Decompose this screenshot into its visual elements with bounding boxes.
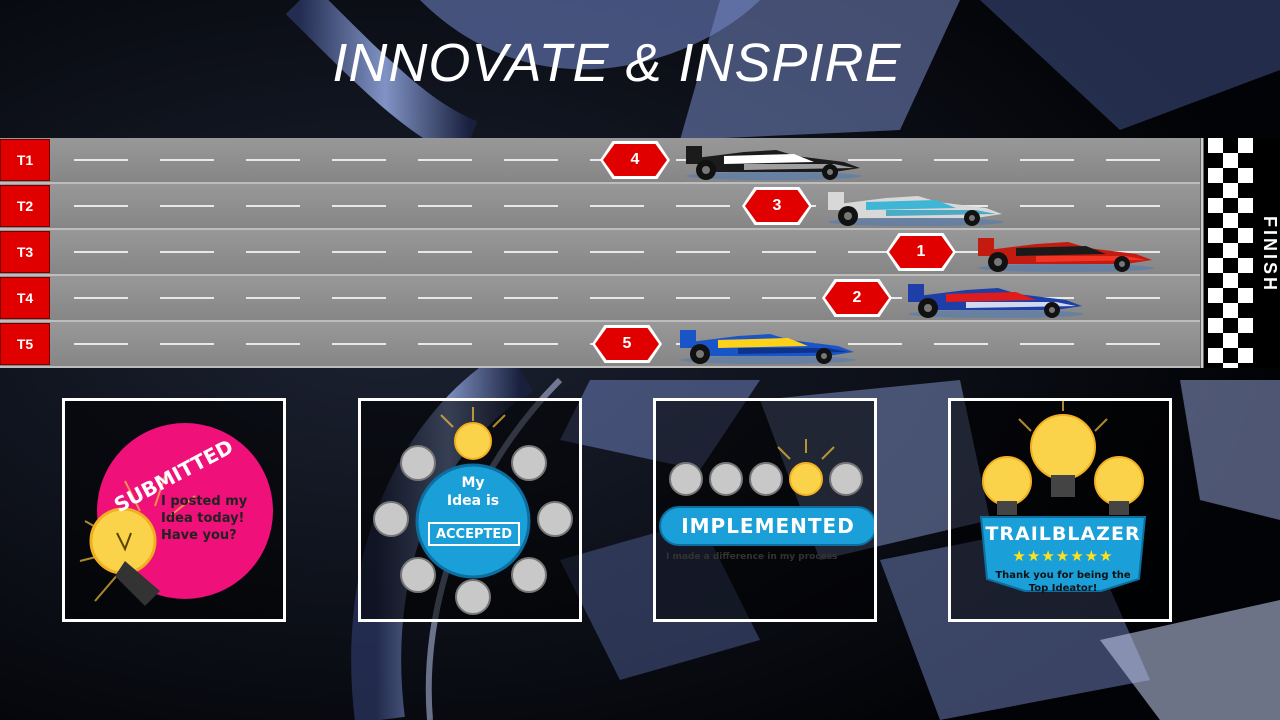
lane-label-t4[interactable]: T4 bbox=[0, 277, 50, 319]
lane-dash bbox=[418, 297, 472, 299]
lane-dash bbox=[74, 159, 128, 161]
lane-dash bbox=[676, 205, 730, 207]
lane-dash bbox=[246, 343, 300, 345]
lane-dash bbox=[160, 205, 214, 207]
lane-dash bbox=[1106, 343, 1160, 345]
lightbulb-trio-icon bbox=[979, 401, 1147, 592]
lane-dash bbox=[676, 297, 730, 299]
trailblazer-sub2: Top Ideator! bbox=[1028, 583, 1098, 594]
lane-dash bbox=[418, 251, 472, 253]
checkered-flag-icon bbox=[1200, 138, 1253, 378]
lane-dash bbox=[762, 297, 816, 299]
rank-badge-t3: 1 bbox=[889, 236, 953, 268]
lane-dash bbox=[1106, 297, 1160, 299]
trailblazer-sub1: Thank you for being the bbox=[995, 570, 1131, 581]
race-car-icon bbox=[686, 146, 862, 180]
lane-dash bbox=[848, 251, 902, 253]
lane-dash bbox=[160, 251, 214, 253]
submitted-text-line3: Have you? bbox=[161, 528, 237, 543]
rank-badge-t4: 2 bbox=[825, 282, 889, 314]
rank-badge-t5: 5 bbox=[595, 328, 659, 360]
race-car-icon bbox=[908, 284, 1084, 318]
lane-t2 bbox=[0, 184, 1200, 230]
lane-dash bbox=[590, 205, 644, 207]
lane-t1 bbox=[0, 138, 1200, 184]
lane-dash bbox=[332, 297, 386, 299]
lane-dash bbox=[590, 297, 644, 299]
implemented-banner: IMPLEMENTED bbox=[681, 514, 855, 538]
lane-dash bbox=[676, 251, 730, 253]
badge-accepted[interactable]: My Idea is ACCEPTED bbox=[358, 398, 582, 622]
lane-dash bbox=[848, 159, 902, 161]
star-rating-icon: ★★★★★★★ bbox=[1012, 547, 1114, 565]
lane-label-t5[interactable]: T5 bbox=[0, 323, 50, 365]
lane-label-t1[interactable]: T1 bbox=[0, 139, 50, 181]
lane-dash bbox=[504, 297, 558, 299]
finish-line bbox=[1200, 138, 1280, 378]
lane-dash bbox=[1020, 343, 1074, 345]
lightbulb-ring-icon bbox=[373, 407, 573, 615]
lane-dash bbox=[74, 251, 128, 253]
lane-dash bbox=[160, 343, 214, 345]
lane-dash bbox=[160, 297, 214, 299]
race-car-icon bbox=[828, 192, 1004, 226]
lane-dash bbox=[504, 343, 558, 345]
lane-dash bbox=[1020, 205, 1074, 207]
submitted-text-line2: Idea today! bbox=[161, 511, 245, 526]
badge-trailblazer[interactable]: TRAILBLAZER ★★★★★★★ Thank you for being … bbox=[948, 398, 1172, 622]
submitted-text-line1: I posted my bbox=[161, 494, 248, 509]
lane-dash bbox=[74, 343, 128, 345]
trailblazer-banner: TRAILBLAZER bbox=[985, 523, 1141, 545]
lane-dash bbox=[762, 251, 816, 253]
lane-dash bbox=[1106, 159, 1160, 161]
lane-dash bbox=[246, 297, 300, 299]
lane-dash bbox=[1020, 159, 1074, 161]
lane-dash bbox=[1106, 251, 1160, 253]
race-car-icon bbox=[978, 238, 1154, 272]
implemented-subtext: I made a difference in my process bbox=[666, 552, 838, 562]
accepted-line1: My bbox=[461, 475, 485, 491]
lane-dash bbox=[418, 205, 472, 207]
lane-label-t2[interactable]: T2 bbox=[0, 185, 50, 227]
lightbulb-icon bbox=[79, 423, 273, 606]
lane-dash bbox=[418, 343, 472, 345]
lane-dash bbox=[418, 159, 472, 161]
lane-label-t3[interactable]: T3 bbox=[0, 231, 50, 273]
badge-implemented[interactable]: IMPLEMENTED I made a difference in my pr… bbox=[653, 398, 877, 622]
lane-dash bbox=[246, 205, 300, 207]
lane-dash bbox=[332, 205, 386, 207]
lightbulb-row-icon bbox=[659, 439, 874, 546]
badge-submitted[interactable]: SUBMITTED I posted my Idea today! Have y… bbox=[62, 398, 286, 622]
lane-dash bbox=[934, 159, 988, 161]
rank-badge-t1: 4 bbox=[603, 144, 667, 176]
lane-dash bbox=[74, 205, 128, 207]
accepted-banner: ACCEPTED bbox=[435, 527, 513, 542]
lane-dash bbox=[1106, 205, 1160, 207]
lane-dash bbox=[590, 251, 644, 253]
lane-dash bbox=[160, 159, 214, 161]
lane-dash bbox=[934, 343, 988, 345]
lane-dash bbox=[246, 251, 300, 253]
race-car-icon bbox=[680, 330, 856, 364]
finish-label: FINISH bbox=[1260, 216, 1280, 294]
lane-dash bbox=[74, 297, 128, 299]
accepted-line2: Idea is bbox=[446, 493, 500, 509]
lane-dash bbox=[504, 251, 558, 253]
rank-badge-t2: 3 bbox=[745, 190, 809, 222]
lane-dash bbox=[848, 343, 902, 345]
lane-dash bbox=[332, 251, 386, 253]
lane-dash bbox=[332, 343, 386, 345]
page-title: INNOVATE & INSPIRE bbox=[332, 33, 902, 93]
lane-dash bbox=[504, 159, 558, 161]
lane-dash bbox=[332, 159, 386, 161]
lane-dash bbox=[246, 159, 300, 161]
lane-dash bbox=[934, 251, 988, 253]
lane-dash bbox=[504, 205, 558, 207]
